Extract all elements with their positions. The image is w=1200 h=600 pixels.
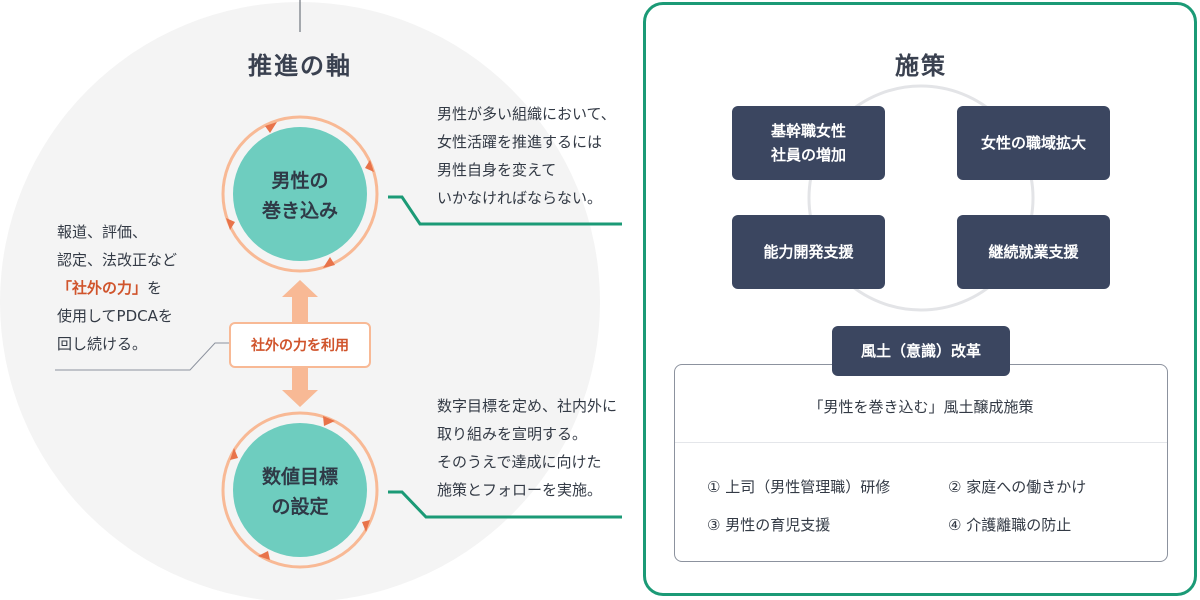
left-note-line4: 使用してPDCAを — [57, 307, 173, 325]
bottom-description-line1: 数字目標を定め、社内外に — [437, 397, 618, 415]
top-ring-arrow-1 — [265, 122, 277, 133]
top-description-line3: 男性自身を変えて — [437, 161, 557, 179]
bottom-description-line2: 取り組みを宣明する。 — [437, 425, 588, 443]
top-ring-arrow-2 — [365, 160, 374, 172]
detail-item-2: ② 家庭への働きかけ — [948, 478, 1087, 496]
top-description-line4: いかなければならない。 — [437, 189, 603, 207]
up-arrow — [282, 280, 318, 322]
top-circle-label-line2: 巻き込み — [261, 200, 338, 222]
measure-box-1-line2: 社員の増加 — [770, 146, 846, 164]
measure-box-1: 基幹職女性 社員の増加 — [732, 106, 885, 180]
left-note-line1: 報道、評価、 — [57, 223, 148, 241]
top-connector — [388, 195, 622, 226]
detail-item-4: ④ 介護離職の防止 — [948, 516, 1072, 534]
bottom-ring-arrow-2 — [362, 520, 370, 532]
top-description: 男性が多い組織において、 女性活躍を推進するには 男性自身を変えて いかなければ… — [437, 100, 616, 212]
top-cycle-ring — [221, 115, 379, 273]
measure-box-4: 継続就業支援 — [957, 215, 1110, 289]
bottom-ring-arrow-4 — [230, 448, 238, 460]
bottom-connector — [388, 490, 622, 519]
bottom-ring-arrow-3 — [258, 551, 270, 560]
culture-detail-divider — [675, 442, 1167, 443]
left-note-leader — [55, 342, 229, 371]
left-note-highlight: 「社外の力」 — [57, 279, 148, 297]
top-teal-circle — [233, 127, 367, 261]
culture-label: 風土（意識）改革 — [832, 326, 1010, 376]
top-description-line2: 女性活躍を推進するには — [437, 133, 603, 151]
down-arrow — [282, 368, 318, 407]
left-note-line3-suffix: を — [147, 279, 163, 297]
top-ring-arrow-3 — [323, 257, 335, 268]
top-circle-label: 男性の 巻き込み — [233, 166, 367, 226]
bottom-circle-label-line1: 数値目標 — [261, 466, 338, 488]
bottom-teal-circle — [233, 423, 367, 557]
right-title: 施策 — [895, 52, 947, 80]
left-note: 報道、評価、 認定、法改正など 「社外の力」を 使用してPDCAを 回し続ける。 — [57, 218, 177, 358]
left-note-line2: 認定、法改正など — [57, 251, 178, 269]
bottom-description-line4: 施策とフォローを実施。 — [437, 481, 603, 499]
bottom-circle-label-line2: の設定 — [271, 496, 329, 518]
bottom-ring-arrow-1 — [323, 416, 335, 426]
bottom-cycle-ring — [221, 411, 379, 569]
top-description-line1: 男性が多い組織において、 — [437, 105, 616, 123]
top-circle-label-line1: 男性の — [271, 170, 329, 192]
center-label: 社外の力を利用 — [229, 322, 371, 368]
measure-box-1-line1: 基幹職女性 — [770, 122, 846, 140]
left-note-line3: 「社外の力」を — [57, 274, 177, 302]
bottom-description: 数字目標を定め、社内外に 取り組みを宣明する。 そのうえで達成に向けた 施策とフ… — [437, 392, 617, 504]
culture-detail-title: 「男性を巻き込む」風土醸成施策 — [808, 398, 1034, 416]
bottom-description-line3: そのうえで達成に向けた — [437, 453, 602, 471]
detail-item-3: ③ 男性の育児支援 — [707, 516, 831, 534]
measure-box-2: 女性の職域拡大 — [957, 106, 1110, 180]
left-note-line5: 回し続ける。 — [57, 335, 148, 353]
measure-box-3: 能力開発支援 — [732, 215, 885, 289]
measures-ring — [807, 84, 1035, 312]
left-title: 推進の軸 — [248, 52, 352, 80]
top-ring-arrow-4 — [226, 218, 235, 230]
bottom-circle-label: 数値目標 の設定 — [233, 462, 367, 522]
detail-item-1: ① 上司（男性管理職）研修 — [707, 478, 891, 496]
